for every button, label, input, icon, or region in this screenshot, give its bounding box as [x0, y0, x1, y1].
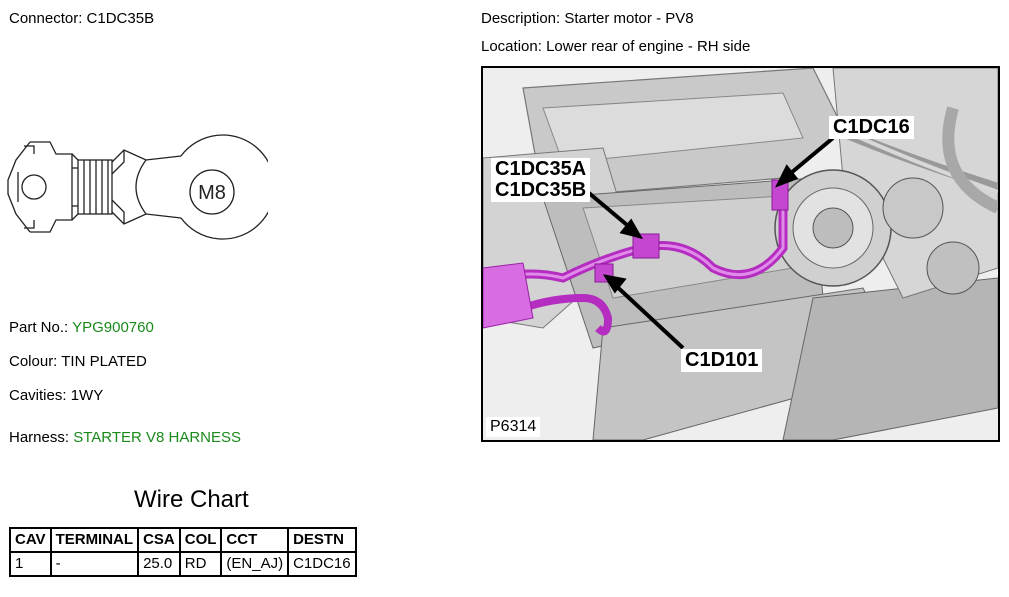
cavities-value: 1WY	[70, 387, 104, 404]
stud-size-label: M8	[198, 182, 226, 204]
location-photo: C1DC16 C1DC35A C1DC35B C1D101 P6314	[481, 66, 1000, 442]
location-value: Lower rear of engine - RH side	[546, 38, 751, 55]
harness-label: Harness:	[9, 429, 70, 446]
location-line: Location: Lower rear of engine - RH side	[481, 38, 750, 55]
cavities-label: Cavities:	[9, 387, 67, 404]
engine-illustration	[483, 68, 998, 440]
cell-terminal: -	[49, 551, 140, 577]
wire-chart-table: CAV TERMINAL CSA COL CCT DESTN 1 - 25.0 …	[9, 527, 357, 577]
harness-link[interactable]: STARTER V8 HARNESS	[73, 429, 242, 446]
cavities-line: Cavities: 1WY	[9, 387, 103, 404]
cell-cav: 1	[9, 551, 52, 577]
callout-c1dc16: C1DC16	[829, 116, 914, 139]
cell-destn[interactable]: C1DC16	[287, 551, 357, 577]
col-terminal: TERMINAL	[49, 527, 140, 553]
description-line: Description: Starter motor - PV8	[481, 10, 694, 27]
cell-csa: 25.0	[137, 551, 181, 577]
colour-line: Colour: TIN PLATED	[9, 353, 147, 370]
description-label: Description:	[481, 10, 561, 27]
table-row: 1 - 25.0 RD (EN_AJ) C1DC16	[9, 551, 357, 577]
callout-c1dc35b: C1DC35B	[491, 179, 591, 202]
cell-cct: (EN_AJ)	[220, 551, 290, 577]
part-no-line: Part No.: YPG900760	[9, 319, 154, 336]
harness-line: Harness: STARTER V8 HARNESS	[9, 429, 241, 446]
colour-value: TIN PLATED	[61, 353, 147, 370]
description-value: Starter motor - PV8	[564, 10, 694, 27]
connector-label: Connector:	[9, 10, 83, 27]
wire-chart-title: Wire Chart	[134, 486, 249, 513]
wire-chart-header-row: CAV TERMINAL CSA COL CCT DESTN	[9, 527, 357, 553]
callout-c1dc35a: C1DC35A	[491, 158, 591, 181]
col-cav: CAV	[9, 527, 52, 553]
connector-line: Connector: C1DC35B	[9, 10, 154, 27]
colour-label: Colour:	[9, 353, 58, 370]
ring-terminal-drawing: M8	[7, 134, 268, 240]
figure-id: P6314	[486, 417, 541, 437]
cell-col: RD	[178, 551, 223, 577]
part-no-link[interactable]: YPG900760	[72, 319, 154, 336]
connector-value: C1DC35B	[86, 10, 155, 27]
part-no-label: Part No.:	[9, 319, 69, 336]
col-cct: CCT	[220, 527, 290, 553]
location-label: Location:	[481, 38, 542, 55]
col-csa: CSA	[137, 527, 181, 553]
col-col: COL	[178, 527, 223, 553]
col-destn: DESTN	[287, 527, 357, 553]
callout-c1d101: C1D101	[681, 349, 763, 372]
